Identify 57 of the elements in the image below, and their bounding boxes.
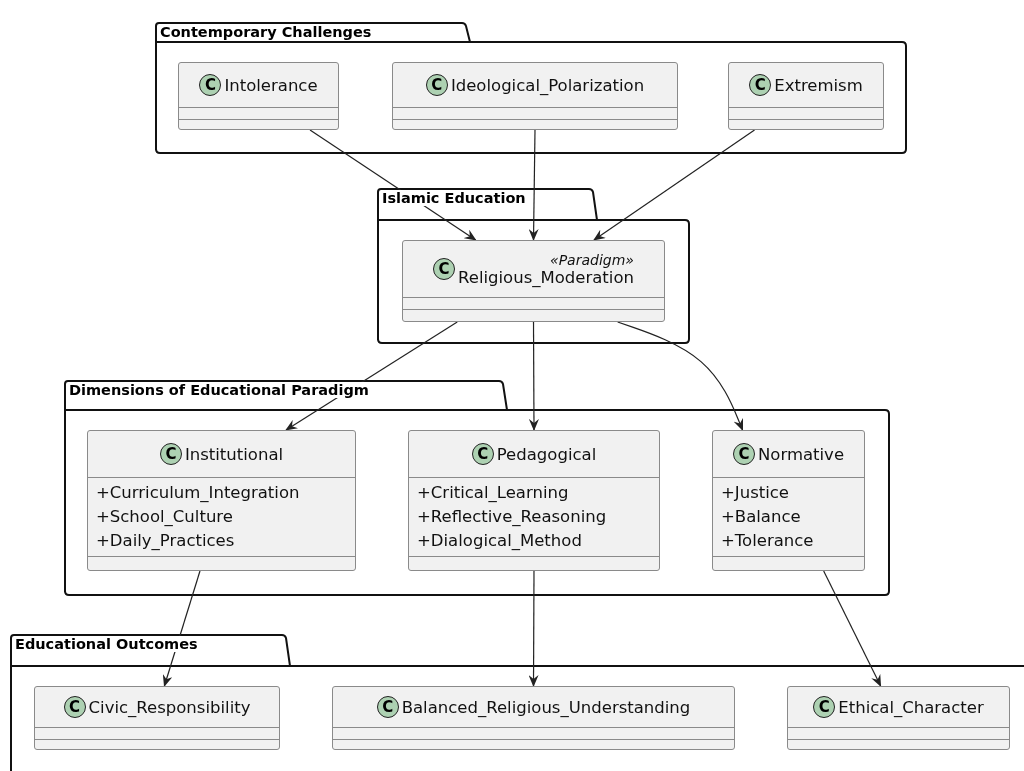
attribute: +Daily_Practices bbox=[96, 530, 236, 552]
package-frame bbox=[64, 380, 890, 596]
stereotype: «Paradigm» bbox=[550, 251, 634, 268]
arrow bbox=[309, 129, 477, 241]
attribute: +Curriculum_Integration bbox=[96, 482, 301, 504]
attribute: +Tolerance bbox=[721, 530, 815, 552]
class-name: Civic_Responsibility bbox=[88, 697, 251, 717]
class-icon: C bbox=[813, 696, 836, 718]
class-name: Institutional bbox=[184, 444, 284, 464]
attribute: +Balance bbox=[721, 506, 802, 528]
arrow bbox=[162, 570, 201, 687]
class-name: Balanced_Religious_Understanding bbox=[401, 697, 691, 717]
class-icon: C bbox=[471, 443, 494, 465]
class-box bbox=[178, 62, 339, 130]
class-icon: C bbox=[749, 74, 772, 96]
attribute: +Justice bbox=[721, 482, 791, 504]
class-name: Pedagogical bbox=[496, 444, 597, 464]
class-name: Religious_Moderation bbox=[458, 267, 634, 287]
class-box bbox=[728, 62, 884, 130]
package-frame bbox=[10, 634, 1024, 771]
attribute: +Critical_Learning bbox=[417, 482, 570, 504]
class-box bbox=[87, 430, 356, 571]
class-box bbox=[408, 430, 660, 571]
class-name: Intolerance bbox=[224, 75, 318, 95]
package-title: Islamic Education bbox=[382, 190, 526, 206]
arrow bbox=[528, 129, 539, 241]
class-icon: C bbox=[376, 696, 399, 718]
arrow bbox=[823, 570, 882, 687]
class-name: Ideological_Polarization bbox=[450, 75, 645, 95]
class-box bbox=[392, 62, 678, 130]
class-icon: C bbox=[63, 696, 86, 718]
package-title: Educational Outcomes bbox=[15, 636, 198, 652]
attribute: +School_Culture bbox=[96, 506, 234, 528]
class-icon: C bbox=[433, 258, 455, 280]
package-title: Dimensions of Educational Paradigm bbox=[69, 382, 369, 398]
package-title: Contemporary Challenges bbox=[160, 24, 372, 40]
class-box bbox=[402, 240, 665, 322]
class-name: Ethical_Character bbox=[838, 697, 984, 717]
arrow bbox=[593, 129, 756, 241]
class-box bbox=[332, 686, 735, 750]
class-icon: C bbox=[159, 443, 182, 465]
package-frame bbox=[155, 22, 907, 154]
attribute: +Dialogical_Method bbox=[417, 530, 583, 552]
class-icon: C bbox=[732, 443, 755, 465]
arrow bbox=[617, 321, 744, 431]
arrow bbox=[285, 321, 458, 431]
arrow bbox=[528, 570, 539, 687]
class-box bbox=[34, 686, 280, 750]
class-box bbox=[712, 430, 865, 571]
arrow bbox=[528, 321, 539, 431]
attribute: +Reflective_Reasoning bbox=[417, 506, 608, 528]
class-box bbox=[787, 686, 1010, 750]
class-icon: C bbox=[199, 74, 222, 96]
package-frame bbox=[377, 188, 690, 344]
class-icon: C bbox=[425, 74, 448, 96]
class-name: Extremism bbox=[774, 75, 863, 95]
class-name: Normative bbox=[757, 444, 845, 464]
